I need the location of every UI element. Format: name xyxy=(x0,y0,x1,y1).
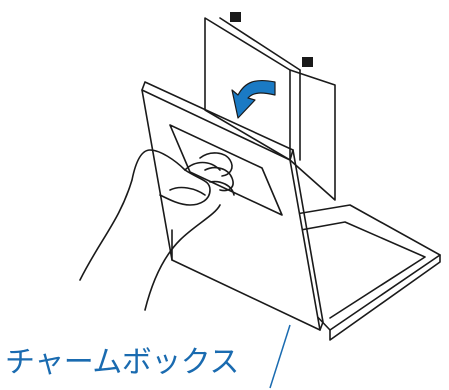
marker-square-left xyxy=(230,12,241,22)
marker-square-right xyxy=(302,57,313,67)
callout-leader-line xyxy=(270,325,290,388)
charm-box-label: チャームボックス xyxy=(5,343,239,383)
